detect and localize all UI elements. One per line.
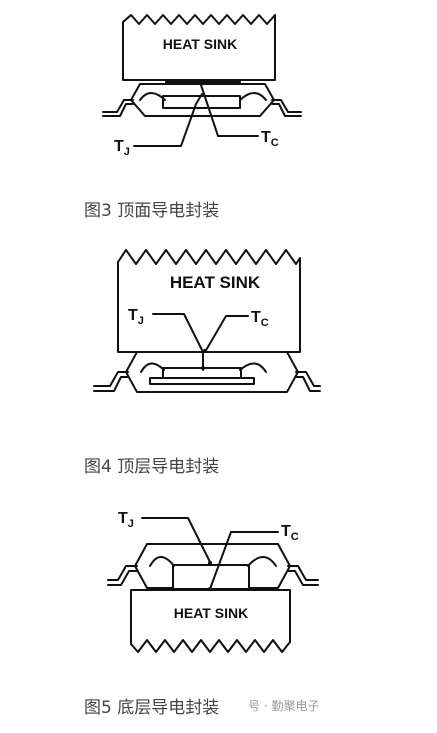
heat-sink-label: HEAT SINK [174, 605, 248, 621]
tj-label: TJ [114, 138, 130, 158]
bond-wire-right [247, 556, 277, 567]
figure-5-caption: 图5 底层导电封装 [84, 698, 220, 718]
tj-dot [208, 561, 212, 565]
lead-right [271, 99, 302, 113]
lead-left-inner [93, 376, 129, 392]
tc-label: TC [261, 129, 279, 149]
tc-leader [199, 81, 259, 137]
lead-right [287, 565, 319, 581]
tc-dot [208, 587, 212, 591]
heat-sink-block [122, 14, 276, 81]
lead-left-inner [102, 103, 134, 117]
bond-wire-left [139, 92, 166, 101]
lead-left-inner [107, 570, 138, 586]
watermark: 号 · 勤聚电子 [248, 699, 320, 713]
tj-leader [133, 93, 203, 147]
heat-sink-block [117, 249, 301, 353]
bond-wire-right [239, 92, 267, 101]
lead-left [102, 99, 134, 113]
lead-right-inner [271, 103, 302, 117]
tc-label: TC [251, 309, 269, 329]
tj-leader [141, 517, 211, 563]
heat-sink-block [130, 589, 291, 653]
figure-4: HEAT SINK TJ TC [93, 249, 321, 393]
tc-dot [203, 349, 207, 353]
lead-right [295, 371, 321, 387]
bond-wire-right [239, 362, 267, 373]
heat-sink-label: HEAT SINK [163, 36, 237, 52]
lead-left [107, 565, 138, 581]
tj-label: TJ [118, 510, 134, 530]
heat-sink-label: HEAT SINK [170, 273, 261, 292]
die-pad [149, 377, 255, 385]
figure-5: HEAT SINK TJ TC [107, 510, 319, 653]
bond-wire-left [140, 362, 165, 373]
tj-dot [201, 366, 205, 370]
die [162, 95, 241, 109]
lead-right-inner [295, 376, 321, 392]
tc-drop [209, 531, 232, 590]
figure-3: HEAT SINK TJ TC [102, 14, 302, 158]
tc-leader [204, 315, 249, 353]
lead-left [93, 371, 129, 387]
figure-4-caption: 图4 顶层导电封装 [84, 457, 220, 477]
bond-wire-left [149, 556, 175, 567]
tj-leader [152, 313, 204, 371]
figure-3-caption: 图3 顶面导电封装 [84, 201, 220, 221]
tj-label: TJ [128, 307, 144, 327]
tc-label: TC [281, 523, 299, 543]
lead-right-inner [287, 570, 319, 586]
